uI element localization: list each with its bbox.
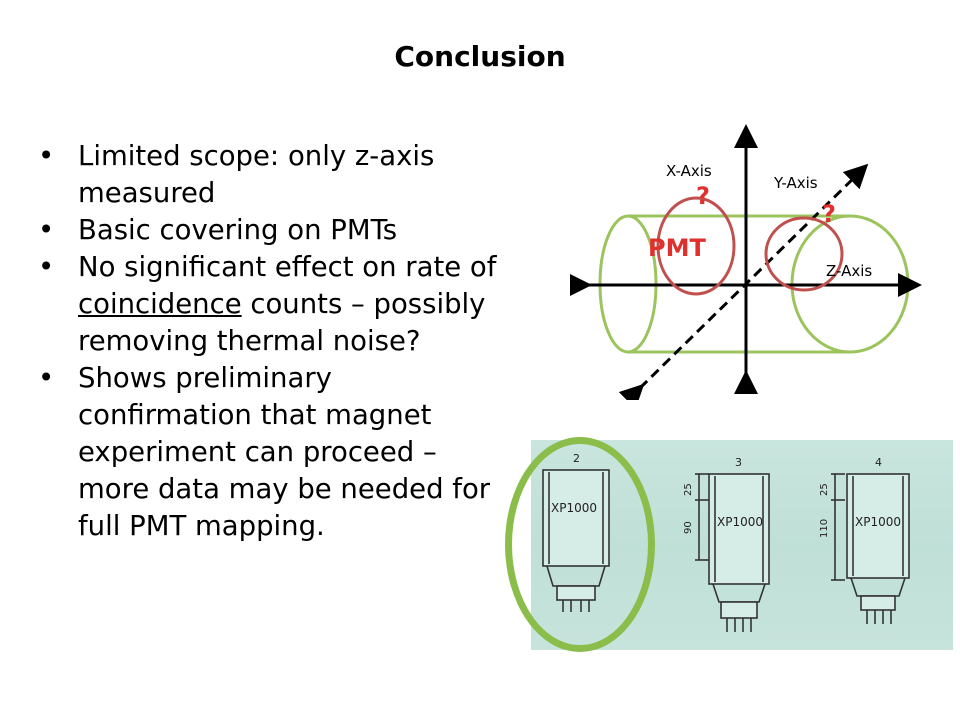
dimension-label: 90 — [683, 521, 694, 534]
bullet-text: No significant effect on rate of — [78, 251, 497, 283]
y-axis-label: Y-Axis — [773, 174, 818, 192]
end-highlight-circle — [764, 216, 844, 292]
x-axis-label: X-Axis — [666, 162, 712, 180]
bullet-dot: • — [38, 214, 55, 246]
bullet-text-end: counts – possibly removing thermal noise… — [78, 288, 486, 357]
bullet-item: • Limited scope: only z-axis measured — [38, 138, 508, 212]
bullet-list: • Limited scope: only z-axis measured • Ba… — [38, 138, 508, 545]
y-axis-line — [618, 163, 869, 400]
tube-number-4: 4 — [875, 456, 882, 469]
bullet-dot: • — [38, 251, 55, 283]
tube-model-4: XP1000 — [855, 515, 901, 529]
pmt-tube-4 — [831, 473, 910, 624]
dimension-label: 25 — [683, 483, 694, 496]
tube-model-3: XP1000 — [717, 515, 763, 529]
bullet-item: • Shows preliminary confirmation that mag… — [38, 360, 508, 545]
bullet-dot: • — [38, 140, 55, 172]
pmt-highlight-circle — [656, 196, 736, 296]
pmt-tube-3 — [695, 473, 770, 632]
bullet-item: • No significant effect on rate of coinci… — [38, 249, 508, 360]
bullet-text: Limited scope: only z-axis measured — [78, 140, 435, 209]
question-mark-x: ? — [696, 182, 710, 210]
bullet-text: Basic covering on PMTs — [78, 214, 398, 246]
pmt-label: PMT — [648, 234, 706, 262]
tube-number-3: 3 — [735, 456, 742, 469]
axis-diagram: X-Axis Y-Axis Z-Axis PMT ? ? — [570, 124, 922, 400]
slide-title: Conclusion — [394, 40, 566, 73]
underlined-word: coincidence — [78, 288, 242, 320]
z-axis-label: Z-Axis — [826, 262, 872, 280]
bullet-dot: • — [38, 362, 55, 394]
dimension-label: 25 — [819, 483, 830, 496]
green-highlight-oval — [505, 437, 655, 652]
bullet-text: Shows preliminary confirmation that magn… — [78, 362, 491, 542]
dimension-label: 110 — [819, 519, 830, 538]
bullet-item: • Basic covering on PMTs — [38, 212, 508, 249]
question-mark-y: ? — [822, 200, 836, 228]
